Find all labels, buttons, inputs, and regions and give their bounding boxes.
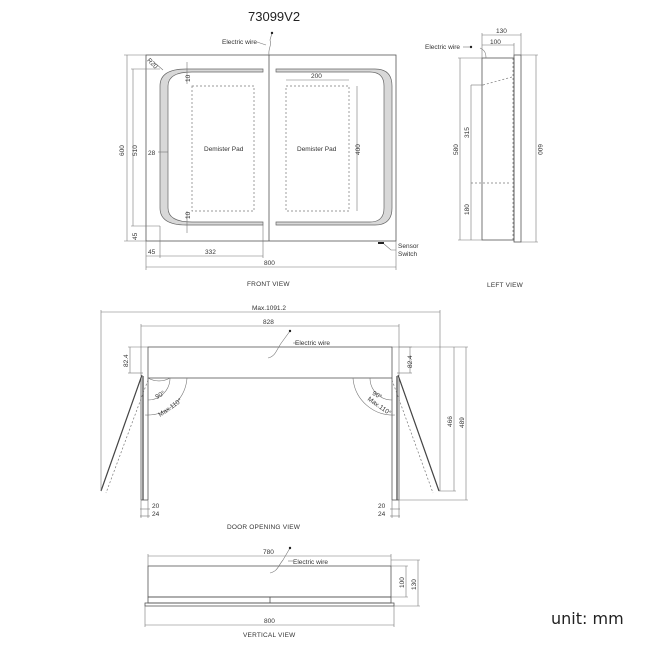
svg-text:510: 510 [132,145,139,156]
electric-wire-label: Electric wire [222,39,257,46]
cabinet-outline [145,54,397,242]
svg-text:800: 800 [264,260,275,267]
svg-text:580: 580 [453,144,460,155]
led-frame-left [159,68,264,226]
svg-text:180: 180 [464,204,471,215]
svg-text:Electric wire: Electric wire [425,44,460,51]
model-title: 73099V2 [248,9,300,24]
svg-text:24: 24 [378,511,386,518]
svg-text:45: 45 [132,232,139,240]
demister-label-left: Demister Pad [204,146,244,153]
svg-text:10: 10 [185,74,192,82]
led-frame-right [275,68,393,226]
svg-text:600: 600 [119,145,126,156]
svg-text:90°: 90° [154,389,167,401]
svg-text:800: 800 [264,618,275,625]
demister-pad-left [191,85,255,212]
svg-text:20: 20 [378,503,386,510]
left-view-label: LEFT VIEW [487,282,524,289]
svg-text:Electric wire: Electric wire [295,340,330,347]
radius-label: R20 [145,57,159,71]
vertical-view: Electric wire 780 800 100 130 VERTICAL V… [144,546,420,639]
svg-text:600: 600 [536,144,543,155]
svg-text:Switch: Switch [398,251,418,258]
door-opening-view-label: DOOR OPENING VIEW [227,524,301,531]
svg-text:82.4: 82.4 [407,355,414,368]
svg-text:489: 489 [459,417,466,428]
svg-text:828: 828 [263,319,274,326]
front-view-label: FRONT VIEW [247,281,290,288]
electric-wire-icon [269,547,291,574]
front-view: Electric wire Demister Pad Demister Pad … [119,31,419,288]
electric-wire-icon [268,32,273,56]
svg-text:130: 130 [496,28,507,35]
svg-text:200: 200 [311,73,322,80]
svg-text:315: 315 [464,127,471,138]
unit-label: unit: mm [551,609,624,628]
svg-text:400: 400 [355,144,362,155]
svg-text:Max.1091.2: Max.1091.2 [252,305,286,312]
svg-text:100: 100 [490,39,501,46]
svg-text:Max.110°: Max.110° [157,396,184,418]
demister-pad-right [285,85,350,212]
svg-text:780: 780 [263,549,274,556]
svg-text:100: 100 [399,577,406,588]
svg-text:Electric wire: Electric wire [293,559,328,566]
door-opening-view: 90° Max.110° 90° Max.110° Electric wire … [100,305,468,531]
svg-text:130: 130 [411,579,418,590]
door-strip [144,602,395,607]
demister-label-right: Demister Pad [297,146,337,153]
svg-text:28: 28 [148,150,156,157]
side-body [481,57,515,241]
cabinet-top-outline [147,346,393,379]
svg-text:20: 20 [152,503,160,510]
svg-text:466: 466 [447,416,454,427]
svg-text:24: 24 [152,511,160,518]
electric-wire-icon [479,47,487,59]
electric-wire-icon [267,330,291,359]
svg-text:332: 332 [205,249,216,256]
sensor-switch-icon [378,242,384,244]
svg-text:82.4: 82.4 [123,354,130,367]
body-top-outline [147,565,392,598]
svg-text:10: 10 [185,211,192,219]
vertical-view-label: VERTICAL VIEW [243,632,296,639]
side-door [513,54,522,243]
left-view: Electric wire 130 100 580 315 180 600 LE… [425,28,543,289]
svg-text:45: 45 [148,249,156,256]
svg-text:Sensor: Sensor [398,243,419,250]
